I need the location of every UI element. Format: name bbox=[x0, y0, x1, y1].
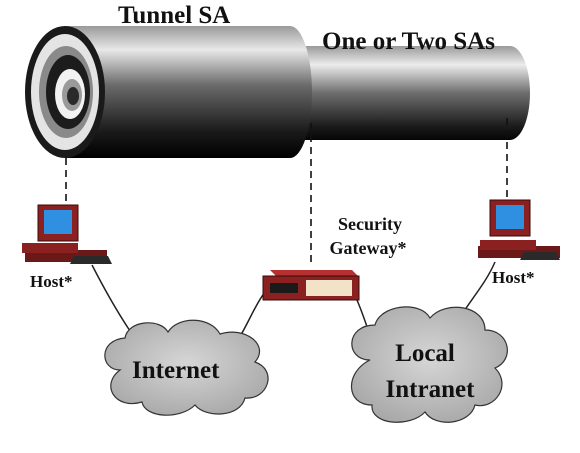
local-intranet-label-line1: Local bbox=[395, 340, 455, 367]
security-gateway-label-line2: Gateway* bbox=[329, 238, 407, 258]
host-right-label: Host* bbox=[492, 268, 535, 287]
host-left-computer-icon bbox=[22, 204, 112, 264]
host-right-computer-icon bbox=[478, 199, 560, 260]
security-gateway-device-icon bbox=[262, 270, 360, 301]
one-or-two-sas-label: One or Two SAs bbox=[322, 28, 495, 55]
host-left-label: Host* bbox=[30, 272, 73, 291]
sa-endpoint-lines bbox=[65, 118, 508, 265]
local-intranet-cloud-icon bbox=[350, 306, 508, 423]
tunnel-sa-pipe bbox=[25, 26, 312, 158]
outer-tunnel bbox=[290, 46, 530, 140]
tunnel-sa-label: Tunnel SA bbox=[118, 2, 231, 29]
security-gateway-label-line1: Security bbox=[338, 214, 402, 234]
internet-label: Internet bbox=[132, 357, 220, 384]
internet-cloud-icon bbox=[104, 319, 269, 416]
local-intranet-label-line2: Intranet bbox=[385, 376, 475, 403]
